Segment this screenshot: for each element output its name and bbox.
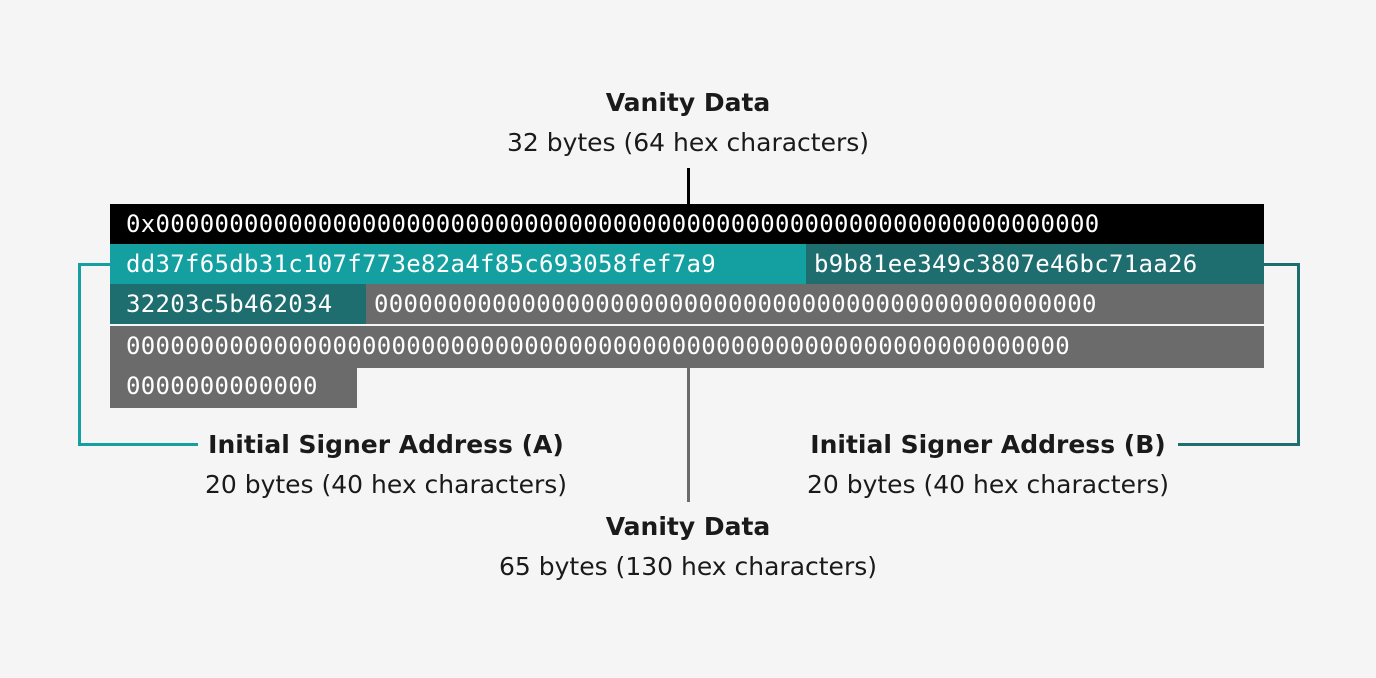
hex-signer-b-part2: 32203c5b462034 [110,284,366,324]
hex-row-vanity-top: 0x00000000000000000000000000000000000000… [110,204,1264,244]
hex-signer-a: dd37f65db31c107f773e82a4f85c693058fef7a9 [110,244,806,284]
label-vanity-top: Vanity Data 32 bytes (64 hex characters) [488,88,888,158]
vanity-top-connector [687,168,690,204]
vanity-bottom-connector [687,366,690,502]
label-signer-a: Initial Signer Address (A) 20 bytes (40 … [186,430,586,500]
hex-row-vanity-bottom-1: 0000000000000000000000000000000000000000… [366,284,1264,324]
label-signer-b-title: Initial Signer Address (B) [810,430,1166,459]
signer-a-bracket-bottom [78,443,198,446]
signer-b-bracket-bottom [1178,443,1300,446]
label-vanity-bottom: Vanity Data 65 bytes (130 hex characters… [478,512,898,582]
signer-b-bracket-vertical [1297,263,1300,446]
signer-a-bracket-top [78,263,112,266]
label-vanity-top-sub: 32 bytes (64 hex characters) [506,128,870,157]
signer-b-bracket-top [1263,263,1300,266]
label-signer-b: Initial Signer Address (B) 20 bytes (40 … [788,430,1188,500]
label-signer-b-sub: 20 bytes (40 hex characters) [806,470,1170,499]
label-signer-a-title: Initial Signer Address (A) [208,430,564,459]
hex-row-vanity-bottom-3: 0000000000000 [110,366,357,408]
label-vanity-bottom-title: Vanity Data [605,512,771,541]
label-signer-a-sub: 20 bytes (40 hex characters) [204,470,568,499]
hex-row-vanity-bottom-2: 0000000000000000000000000000000000000000… [110,326,1264,368]
label-vanity-top-title: Vanity Data [605,88,771,117]
label-vanity-bottom-sub: 65 bytes (130 hex characters) [498,552,877,581]
hex-signer-b-part1: b9b81ee349c3807e46bc71aa26 [806,244,1264,284]
signer-a-bracket-vertical [78,263,81,446]
